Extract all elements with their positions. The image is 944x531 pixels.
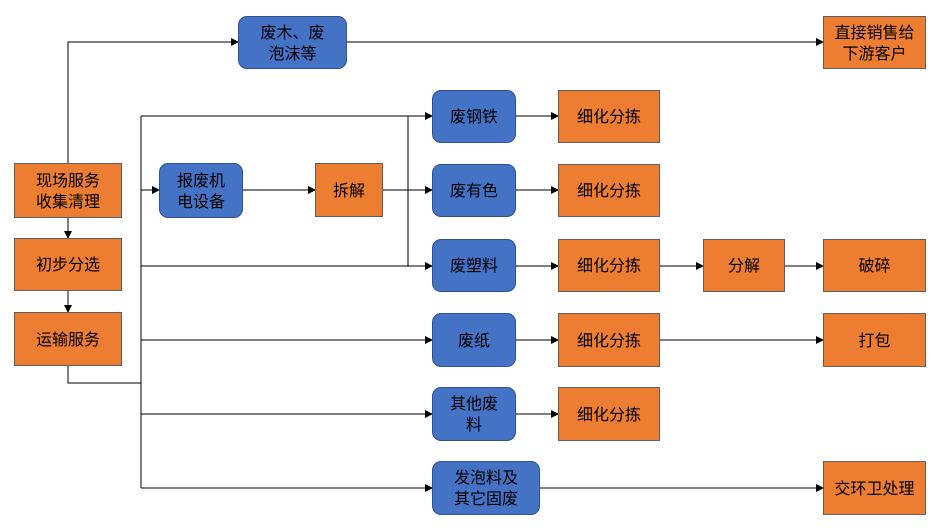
node-dismantle: 拆解 [315,163,383,217]
node-fine-sort-other: 细化分拣 [558,387,660,441]
node-pack: 打包 [823,313,926,367]
node-fine-sort-steel: 细化分拣 [558,90,660,143]
node-crush: 破碎 [823,239,926,292]
node-wood-foam: 废木、废 泡沫等 [238,16,347,69]
node-scrap-paper: 废纸 [432,313,516,367]
node-direct-sale: 直接销售给 下游客户 [823,16,926,69]
node-fine-sort-plastic: 细化分拣 [558,239,660,292]
node-decompose: 分解 [703,239,785,292]
node-fine-sort-nonferrous: 细化分拣 [558,164,660,217]
node-onsite-service: 现场服务 收集清理 [14,163,122,218]
node-transport: 运输服务 [14,312,122,366]
node-other-scrap: 其他废 料 [432,387,516,441]
edge-transport-to-trunk [67,366,141,384]
node-sanitation: 交环卫处理 [823,461,926,515]
node-scrap-nonferrous: 废有色 [432,164,516,217]
node-foam-solid: 发泡料及 其它固废 [432,461,540,515]
node-scrap-steel: 废钢铁 [432,90,516,143]
node-scrap-plastic: 废塑料 [432,239,516,292]
node-fine-sort-paper: 细化分拣 [558,313,660,367]
edge-onsite-to-wood [67,38,239,163]
node-prelim-sort: 初步分选 [14,238,122,291]
node-scrap-equipment: 报废机 电设备 [159,163,243,218]
